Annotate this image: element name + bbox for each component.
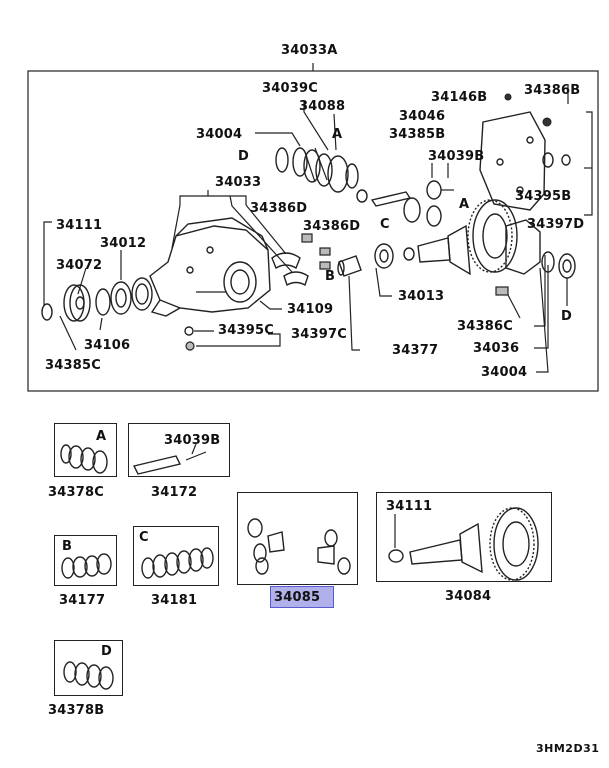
- kit-box-34181[interactable]: [133, 526, 219, 586]
- drive-pinion-illustration: [374, 224, 471, 276]
- companion-flange-illustration: [41, 277, 153, 322]
- kit-letter-B: B: [62, 539, 73, 554]
- callout-34385B[interactable]: 34385B: [389, 127, 446, 142]
- kit-box-34177[interactable]: [54, 535, 117, 586]
- side-gear-shaft-illustration: [370, 180, 454, 227]
- kit-34181-illustration: [141, 547, 214, 579]
- callout-34012[interactable]: 34012: [100, 236, 147, 251]
- callout-34377[interactable]: 34377: [392, 343, 439, 358]
- kit-34378B-illustration: [63, 661, 114, 690]
- callout-34033[interactable]: 34033: [215, 175, 262, 190]
- kit-inner-label-34111[interactable]: 34111: [386, 499, 433, 514]
- kit-34172-illustration: [132, 443, 207, 475]
- callout-34004-top[interactable]: 34004: [196, 127, 243, 142]
- kit-34085-illustration: [247, 518, 351, 575]
- collapsible-spacer-illustration: [337, 255, 362, 277]
- pinion-bearing-stack-illustration: [275, 147, 368, 203]
- kit-letter-D: D: [101, 644, 112, 659]
- callout-34109[interactable]: 34109: [287, 302, 334, 317]
- kit-inner-label-34039B[interactable]: 34039B: [164, 433, 221, 448]
- callout-34072[interactable]: 34072: [56, 258, 103, 273]
- callout-34088[interactable]: 34088: [299, 99, 346, 114]
- kit-box-34085[interactable]: [237, 492, 358, 585]
- kit-box-34084[interactable]: [376, 492, 552, 582]
- kit-label-34172[interactable]: 34172: [151, 485, 198, 500]
- bearing-caps-illustration: [271, 252, 309, 287]
- kit-box-34378C[interactable]: [54, 423, 117, 477]
- connector-letter-D-right: D: [561, 309, 572, 324]
- callout-34386B[interactable]: 34386B: [524, 83, 581, 98]
- kit-34084-illustration: [388, 507, 539, 581]
- callout-34106[interactable]: 34106: [84, 338, 131, 353]
- callout-34036[interactable]: 34036: [473, 341, 520, 356]
- kit-box-34378B[interactable]: [54, 640, 123, 696]
- highlight-34085: [270, 586, 334, 608]
- kit-34378C-illustration: [60, 444, 108, 474]
- callout-34386D-2[interactable]: 34386D: [303, 219, 361, 234]
- kit-box-34172[interactable]: [128, 423, 230, 477]
- bolts-illustration: [184, 233, 509, 351]
- kit-label-34378C[interactable]: 34378C: [48, 485, 104, 500]
- kit-label-34378B[interactable]: 34378B: [48, 703, 105, 718]
- callout-34386C[interactable]: 34386C: [457, 319, 513, 334]
- callout-34395C[interactable]: 34395C: [218, 323, 274, 338]
- callout-34039B[interactable]: 34039B: [428, 149, 485, 164]
- connector-letter-D-left: D: [238, 149, 249, 164]
- callout-34004-bottom[interactable]: 34004: [481, 365, 528, 380]
- callout-34013[interactable]: 34013: [398, 289, 445, 304]
- kit-label-34085[interactable]: 34085: [274, 590, 321, 605]
- connector-letter-B: B: [325, 269, 336, 284]
- rear-cover-illustration: [479, 93, 571, 211]
- kit-label-34181[interactable]: 34181: [151, 593, 198, 608]
- connector-letter-C: C: [380, 217, 390, 232]
- callout-34397C[interactable]: 34397C: [291, 327, 347, 342]
- connector-letter-A-right: A: [459, 197, 470, 212]
- callout-34397D[interactable]: 34397D: [527, 217, 585, 232]
- callout-34385C[interactable]: 34385C: [45, 358, 101, 373]
- kit-letter-C: C: [139, 530, 149, 545]
- callout-34386D-1[interactable]: 34386D: [250, 201, 308, 216]
- kit-letter-A: A: [96, 429, 107, 444]
- callout-34039C[interactable]: 34039C: [262, 81, 318, 96]
- connector-letter-A-top: A: [332, 127, 343, 142]
- carrier-housing-illustration: [149, 217, 271, 317]
- callout-34111[interactable]: 34111: [56, 218, 103, 233]
- ring-gear-illustration: [467, 199, 518, 273]
- callout-34395B[interactable]: 34395B: [515, 189, 572, 204]
- kit-label-34177[interactable]: 34177: [59, 593, 106, 608]
- assembly-part-number[interactable]: 34033A: [281, 43, 338, 58]
- kit-34177-illustration: [61, 553, 112, 579]
- drawing-code: 3HM2D31: [536, 742, 600, 755]
- callout-34146B[interactable]: 34146B: [431, 90, 488, 105]
- kit-label-34084[interactable]: 34084: [445, 589, 492, 604]
- callout-34046[interactable]: 34046: [399, 109, 446, 124]
